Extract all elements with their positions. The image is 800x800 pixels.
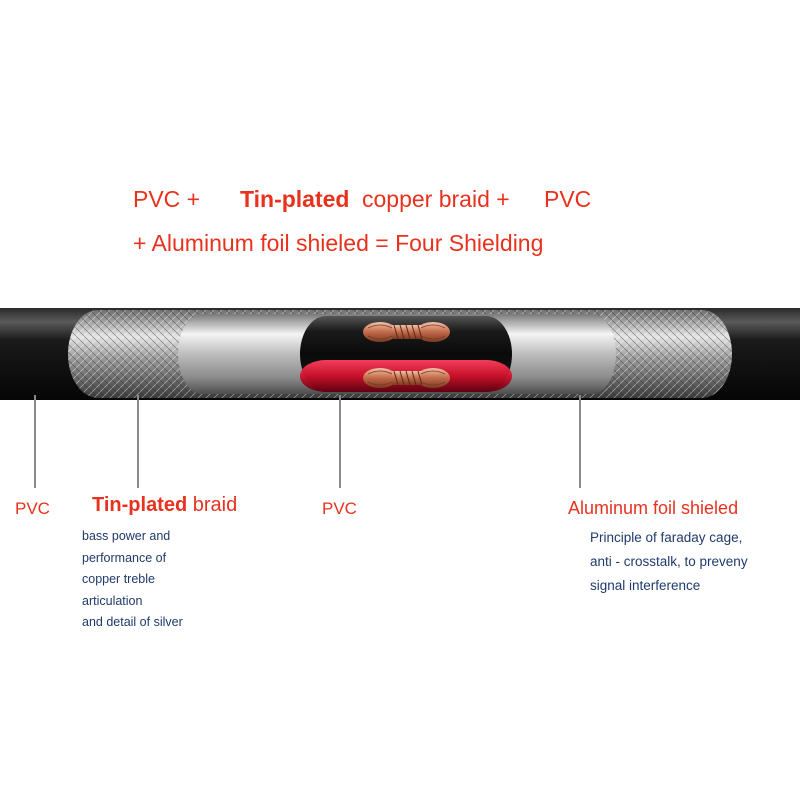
label-braid-rest: braid: [192, 494, 238, 516]
foil-note-line: signal interference: [590, 578, 701, 593]
foil-notes: Principle of faraday cage, anti - crosst…: [590, 526, 748, 598]
braid-notes: bass power and performance of copper tre…: [82, 526, 183, 634]
foil-note-line: anti - crosstalk, to preveny: [590, 554, 748, 569]
headline-copper-braid: copper braid +: [362, 186, 510, 212]
headline-pvc-2: PVC: [544, 186, 592, 212]
cable-cross-section-diagram: [0, 308, 800, 488]
braid-note-line: articulation: [82, 593, 143, 608]
headline-foil-shielding: + Aluminum foil shieled = Four Shielding: [133, 230, 544, 256]
label-inner-pvc: PVC: [322, 499, 357, 518]
label-braid: Tin-plated braid: [92, 494, 237, 517]
label-outer-pvc: PVC: [15, 499, 50, 518]
headline-tin-plated: Tin-plated: [240, 186, 350, 212]
foil-note-line: Principle of faraday cage,: [590, 530, 743, 545]
braid-note-line: copper treble: [82, 572, 155, 586]
label-braid-bold: Tin-plated: [92, 494, 188, 516]
copper-conductor-top: [363, 322, 450, 342]
braid-note-line: and detail of silver: [82, 615, 183, 629]
copper-conductor-bottom: [363, 368, 450, 388]
headline-pvc: PVC +: [133, 186, 201, 212]
braid-note-line: bass power and: [82, 529, 171, 543]
label-aluminum-foil: Aluminum foil shieled: [568, 498, 739, 518]
braid-note-line: performance of: [82, 550, 167, 565]
